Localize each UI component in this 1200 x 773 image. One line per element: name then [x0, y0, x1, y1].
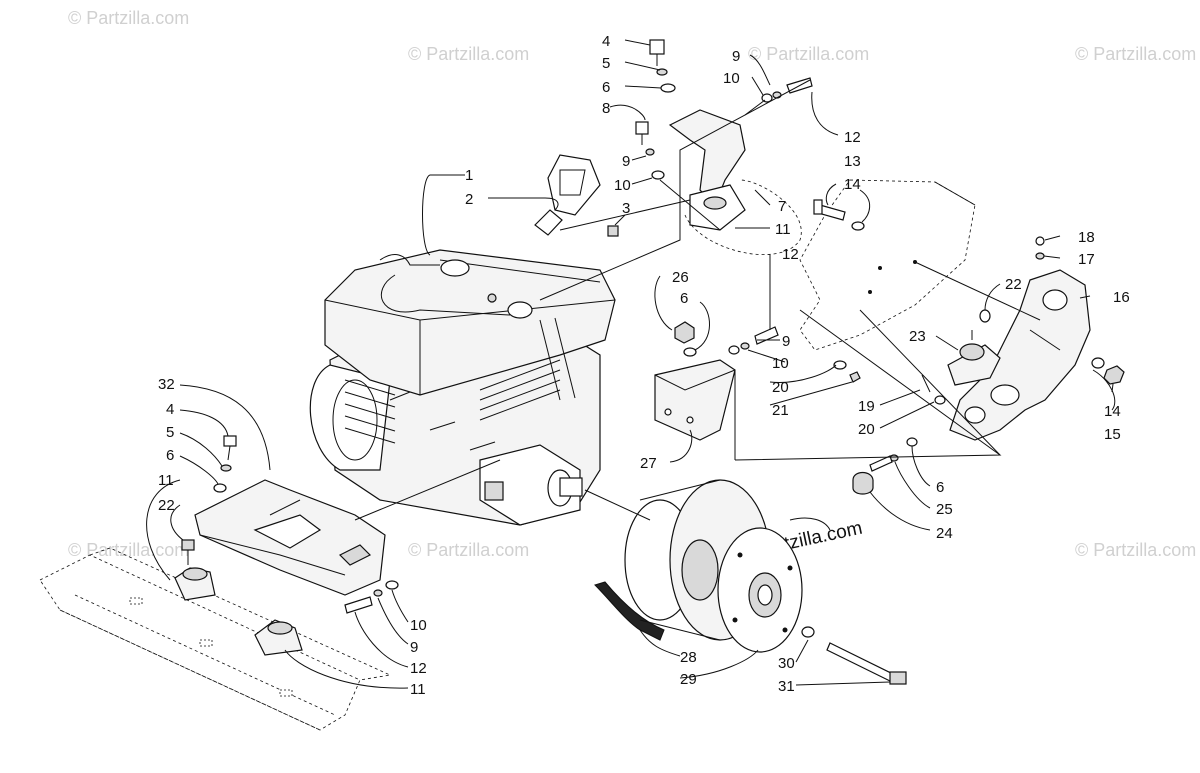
bolt-13	[813, 199, 865, 231]
watermark: © Partzilla.com	[408, 44, 529, 64]
engine-plate	[799, 179, 976, 351]
callout-25[interactable]: 25	[936, 501, 953, 518]
callout-14[interactable]: 14	[844, 176, 861, 193]
starter-handle	[534, 154, 619, 237]
lower-right-hardware	[852, 374, 946, 495]
callout-3[interactable]: 3	[622, 200, 630, 217]
callout-20[interactable]: 20	[772, 379, 789, 396]
callout-12[interactable]: 12	[782, 246, 799, 263]
leader-lines	[146, 39, 1116, 689]
watermark: © Partzilla.com	[408, 540, 529, 560]
callout-9[interactable]: 9	[622, 153, 630, 170]
callout-9[interactable]: 9	[732, 48, 740, 65]
callout-27[interactable]: 27	[640, 455, 657, 472]
callout-28[interactable]: 28	[680, 649, 697, 666]
callout-31[interactable]: 31	[778, 678, 795, 695]
callout-1[interactable]: 1	[465, 167, 473, 184]
callout-23[interactable]: 23	[909, 328, 926, 345]
callout-5[interactable]: 5	[602, 55, 610, 72]
clutch	[594, 479, 907, 685]
callout-21[interactable]: 21	[772, 402, 789, 419]
callout-6[interactable]: 6	[680, 290, 688, 307]
mount-plate-32	[194, 479, 386, 596]
callouts: 1 2 3 4 5 6 8 9 10 9 10 12 13 14 7 11 12…	[158, 33, 1130, 698]
engine	[309, 249, 616, 526]
watermark: © Partzilla.com	[68, 8, 189, 28]
callout-14[interactable]: 14	[1104, 403, 1121, 420]
watermark: © Partzilla.com	[68, 540, 189, 560]
callout-29[interactable]: 29	[680, 671, 697, 688]
watermark: © Partzilla.com	[1075, 540, 1196, 560]
callout-9[interactable]: 9	[410, 639, 418, 656]
callout-22[interactable]: 22	[158, 497, 175, 514]
frame-rail	[39, 547, 392, 731]
bracket-16	[949, 236, 1125, 441]
callout-32[interactable]: 32	[158, 376, 175, 393]
callout-9[interactable]: 9	[782, 333, 790, 350]
callout-16[interactable]: 16	[1113, 289, 1130, 306]
callout-2[interactable]: 2	[465, 191, 473, 208]
callout-20[interactable]: 20	[858, 421, 875, 438]
callout-7[interactable]: 7	[778, 198, 786, 215]
callout-10[interactable]: 10	[772, 355, 789, 372]
callout-4[interactable]: 4	[166, 401, 174, 418]
callout-5[interactable]: 5	[166, 424, 174, 441]
callout-18[interactable]: 18	[1078, 229, 1095, 246]
callout-10[interactable]: 10	[723, 70, 740, 87]
callout-11[interactable]: 11	[158, 472, 174, 489]
callout-6[interactable]: 6	[936, 479, 944, 496]
callout-12[interactable]: 12	[410, 660, 427, 677]
callout-12[interactable]: 12	[844, 129, 861, 146]
callout-26[interactable]: 26	[672, 269, 689, 286]
watermark: © Partzilla.com	[1075, 44, 1196, 64]
callout-19[interactable]: 19	[858, 398, 875, 415]
callout-22[interactable]: 22	[1005, 276, 1022, 293]
callout-4[interactable]: 4	[602, 33, 610, 50]
callout-11[interactable]: 11	[410, 681, 426, 698]
upper-mount-bracket	[668, 109, 802, 255]
callout-8[interactable]: 8	[602, 100, 610, 117]
watermarks: © Partzilla.com © Partzilla.com © Partzi…	[68, 8, 1196, 565]
watermark: © Partzilla.com	[748, 44, 869, 64]
callout-10[interactable]: 10	[614, 177, 631, 194]
callout-10[interactable]: 10	[410, 617, 427, 634]
callout-6[interactable]: 6	[602, 79, 610, 96]
callout-17[interactable]: 17	[1078, 251, 1095, 268]
callout-24[interactable]: 24	[936, 525, 953, 542]
left-hardware	[213, 435, 399, 614]
rubber-mounts	[174, 539, 303, 656]
callout-15[interactable]: 15	[1104, 426, 1121, 443]
mount-23	[947, 309, 1001, 386]
callout-13[interactable]: 13	[844, 153, 861, 170]
callout-30[interactable]: 30	[778, 655, 795, 672]
bracket-27	[654, 359, 736, 441]
callout-6[interactable]: 6	[166, 447, 174, 464]
callout-11[interactable]: 11	[775, 221, 791, 238]
